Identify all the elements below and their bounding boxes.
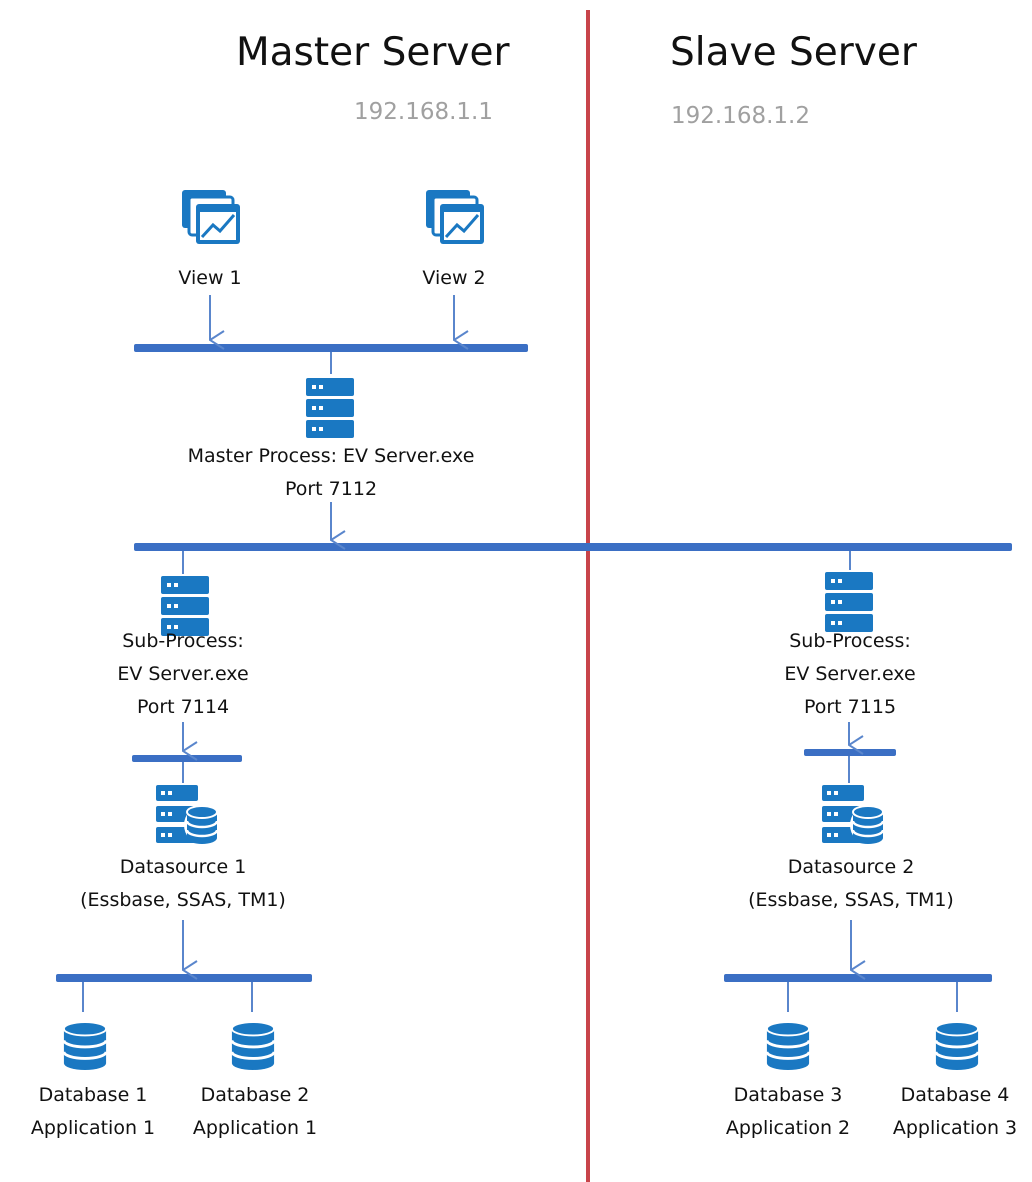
- db3-database-icon: [765, 1020, 811, 1072]
- datasource1-bus: [56, 974, 312, 982]
- datasource2-bus: [724, 974, 992, 982]
- view2-dashboard-chart-icon: [424, 188, 486, 246]
- subprocess2-server-stack-icon: [825, 572, 873, 632]
- db1-label: Database 1 Application 1: [30, 1084, 156, 1139]
- slave-server-ip: 192.168.1.2: [671, 103, 810, 129]
- master-server-ip: 192.168.1.1: [354, 99, 493, 125]
- db2-label: Database 2 Application 1: [192, 1084, 318, 1139]
- db3-label: Database 3 Application 2: [725, 1084, 851, 1139]
- subprocess2-bus: [804, 749, 896, 756]
- db4-database-icon: [934, 1020, 980, 1072]
- master-process-server-stack-icon: [306, 378, 354, 438]
- db2-database-icon: [230, 1020, 276, 1072]
- datasource1-server-database-icon: [156, 785, 220, 845]
- datasource2-server-database-icon: [822, 785, 886, 845]
- db1-database-icon: [62, 1020, 108, 1072]
- subprocess1-label: Sub-Process: EV Server.exe Port 7114: [117, 630, 249, 718]
- view1-dashboard-chart-icon: [180, 188, 242, 246]
- subprocess1-bus: [132, 755, 242, 762]
- main-bus: [134, 543, 1012, 551]
- view1-label: View 1: [178, 267, 242, 289]
- master-server-title: Master Server: [236, 30, 510, 75]
- subprocess2-label: Sub-Process: EV Server.exe Port 7115: [784, 630, 916, 718]
- slave-server-title: Slave Server: [670, 30, 917, 75]
- master-process-label: Master Process: EV Server.exe Port 7112: [187, 445, 475, 500]
- datasource1-label: Datasource 1 (Essbase, SSAS, TM1): [80, 856, 286, 911]
- datasource2-label: Datasource 2 (Essbase, SSAS, TM1): [748, 856, 954, 911]
- view2-label: View 2: [422, 267, 486, 289]
- view-bus: [134, 344, 528, 352]
- db4-label: Database 4 Application 3: [892, 1084, 1018, 1139]
